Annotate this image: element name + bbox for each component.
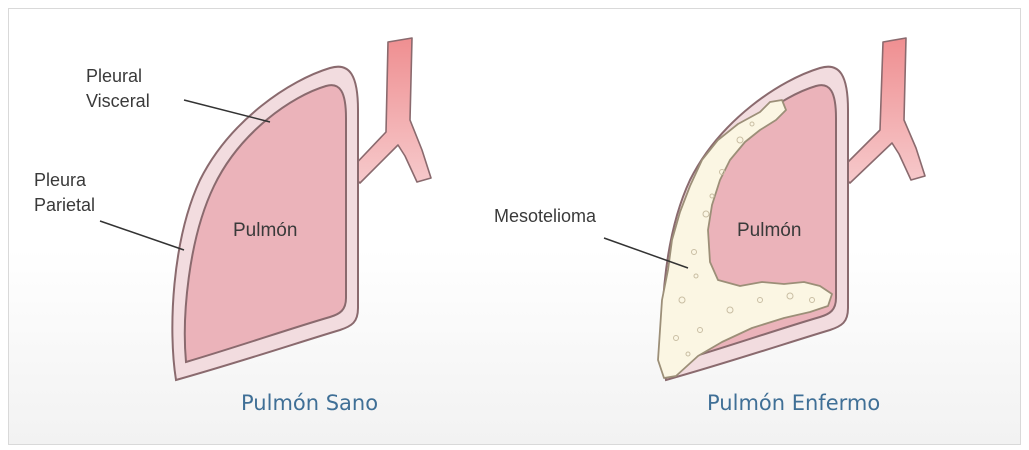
diseased-caption: Pulmón Enfermo: [707, 391, 880, 415]
visceral-label-line1: Pleural: [86, 66, 142, 86]
healthy-caption: Pulmón Sano: [241, 391, 378, 415]
healthy-organ-label: Pulmón: [233, 220, 297, 241]
healthy-lung: Pleural Visceral Pleura Parietal Pulmón …: [34, 38, 431, 415]
parietal-label-line1: Pleura: [34, 170, 87, 190]
healthy-trachea: [348, 38, 431, 183]
visceral-label-line2: Visceral: [86, 91, 150, 111]
diseased-lung: Mesotelioma Pulmón Pulmón Enfermo: [494, 38, 925, 415]
parietal-leader-line: [100, 221, 184, 250]
parietal-label-line2: Parietal: [34, 195, 95, 215]
diseased-trachea: [838, 38, 925, 183]
mesothelioma-label: Mesotelioma: [494, 206, 597, 226]
diseased-organ-label: Pulmón: [737, 220, 801, 241]
